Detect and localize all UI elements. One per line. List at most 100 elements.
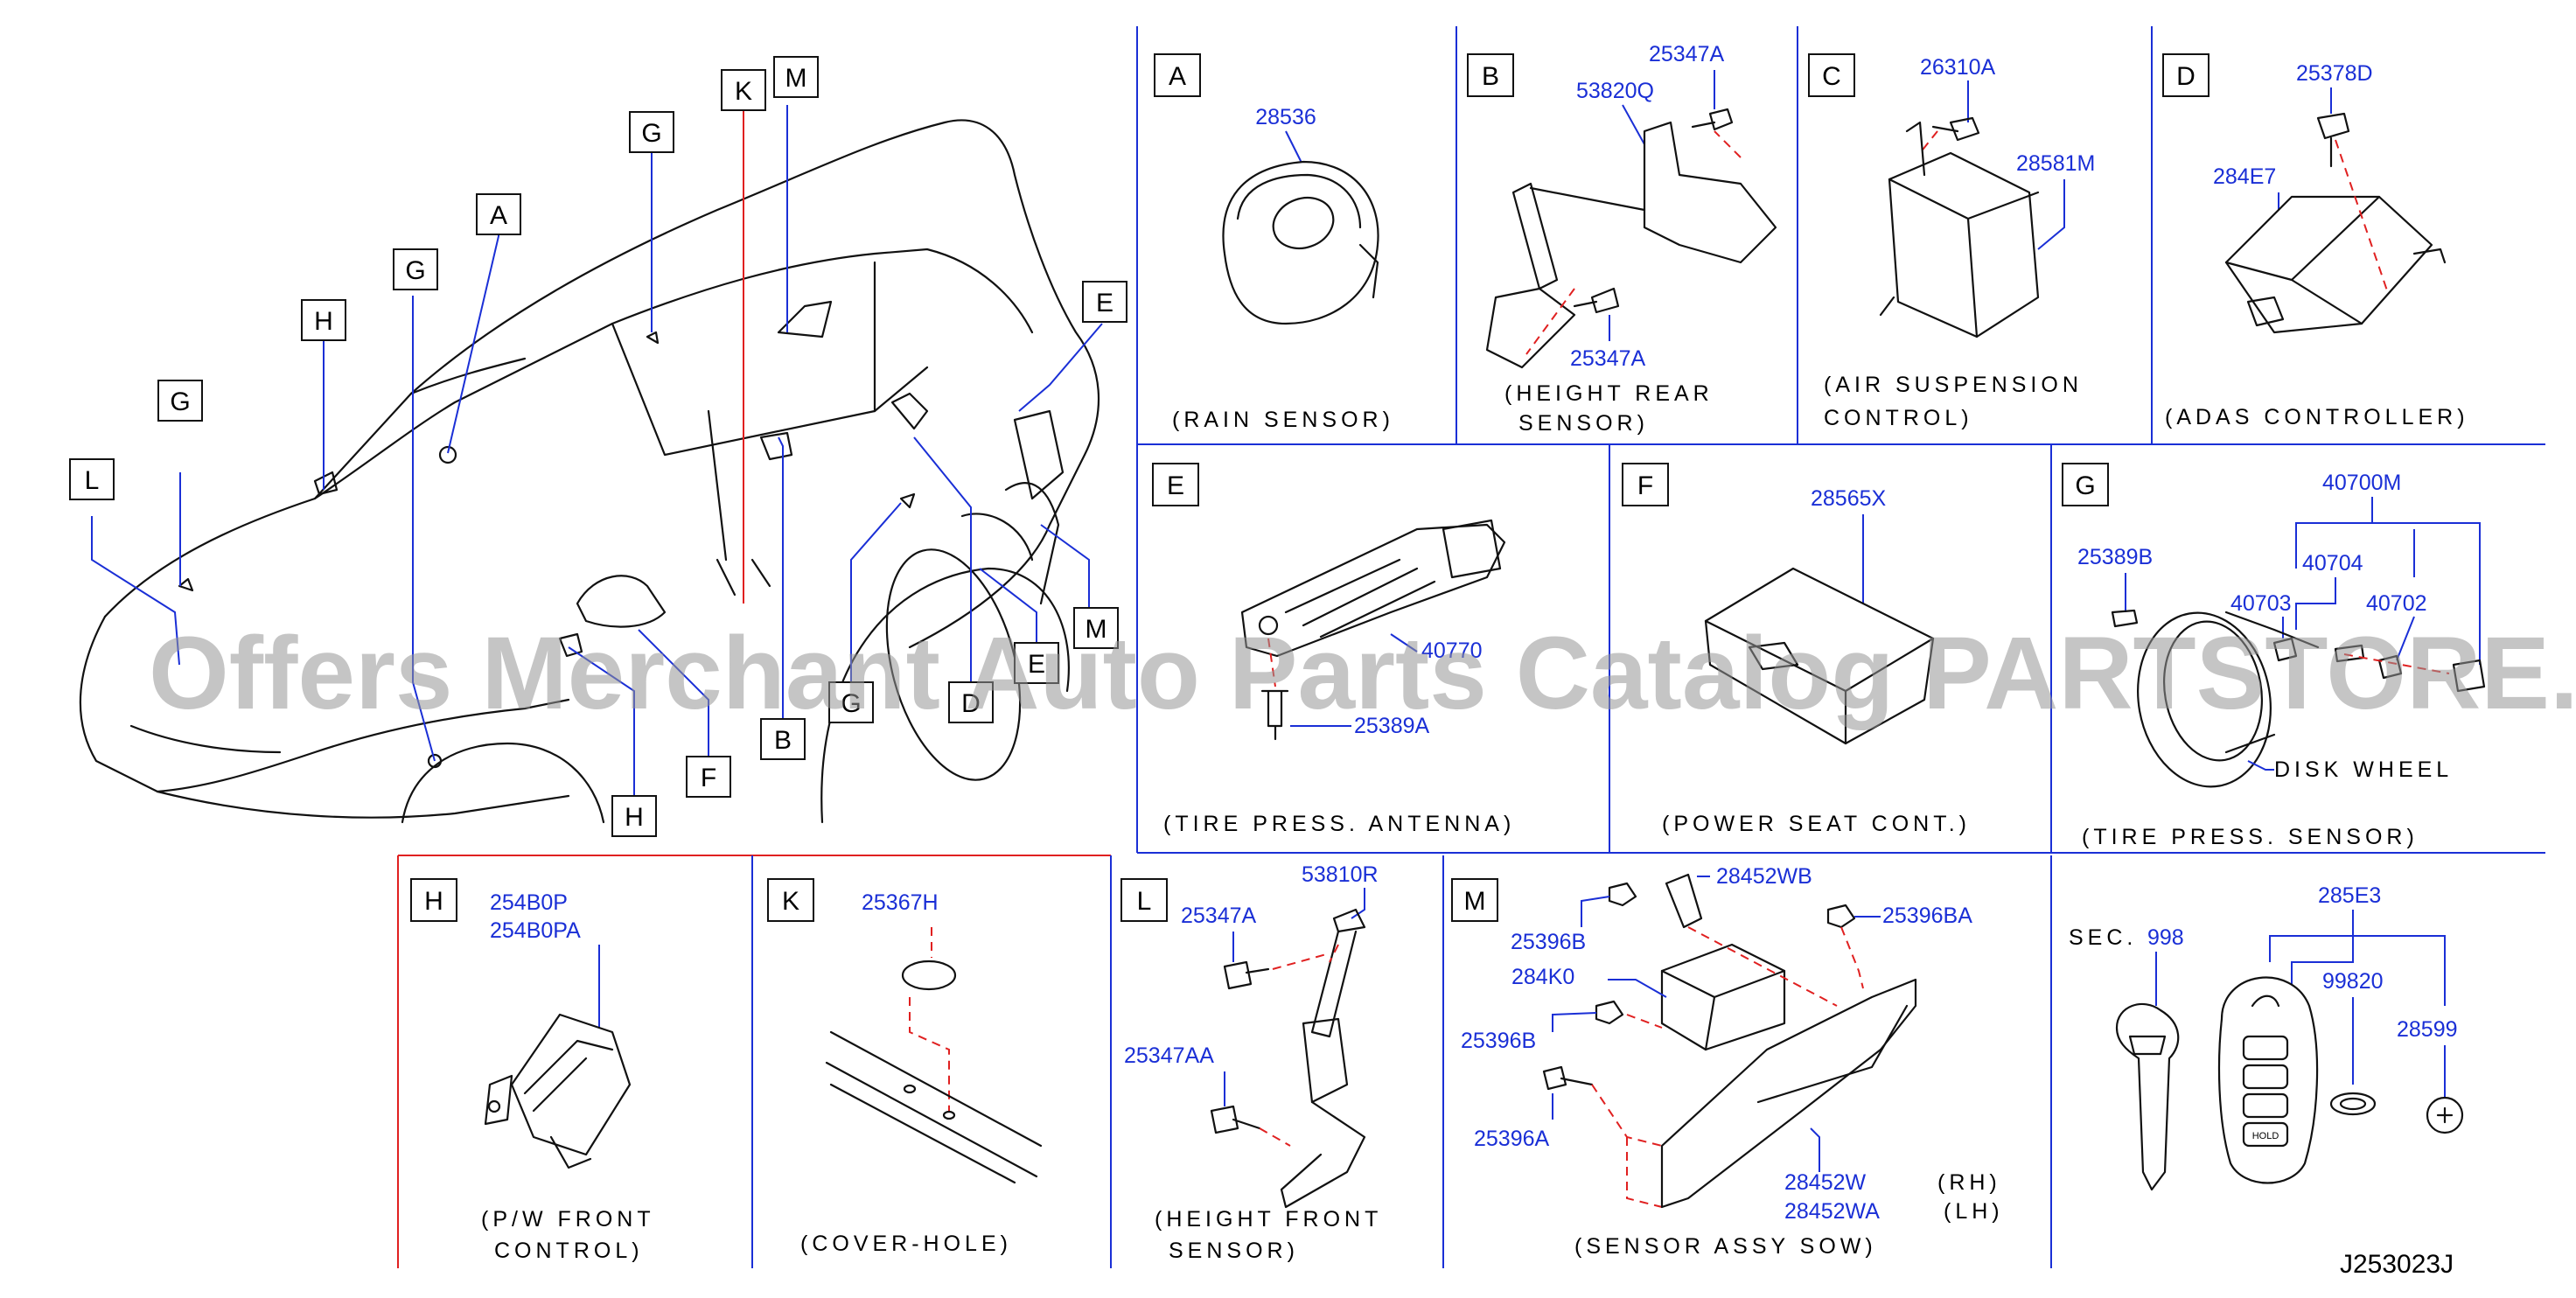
svg-text:(POWER SEAT CONT.): (POWER SEAT CONT.)	[1662, 812, 1971, 836]
svg-text:M: M	[1464, 887, 1486, 916]
panel-k-cover-hole: K 25367H (COVER-HOLE)	[767, 878, 1043, 1256]
svg-text:26310A: 26310A	[1920, 55, 1996, 80]
svg-text:SEC.: SEC.	[2069, 925, 2137, 950]
svg-text:25389A: 25389A	[1354, 714, 1430, 738]
svg-text:28452W: 28452W	[1784, 1170, 1867, 1195]
svg-text:DISK WHEEL: DISK WHEEL	[2274, 757, 2453, 782]
callout-g-left: G	[393, 248, 438, 290]
panel-f-power-seat-cont: F 28565X (POWER SEAT CONT.)	[1622, 463, 1971, 836]
panel-a-rain-sensor: A 28536 (RAIN SENSOR)	[1154, 53, 1394, 432]
svg-text:CONTROL): CONTROL)	[494, 1239, 644, 1263]
svg-text:(SENSOR ASSY SOW): (SENSOR ASSY SOW)	[1574, 1234, 1877, 1259]
callout-f: F	[686, 756, 731, 798]
diagram-code: J253023J	[2340, 1250, 2454, 1279]
svg-text:SENSOR): SENSOR)	[1169, 1239, 1299, 1263]
svg-text:F: F	[701, 764, 716, 792]
svg-text:254B0P: 254B0P	[490, 890, 568, 915]
callout-d: D	[948, 681, 994, 723]
svg-text:40704: 40704	[2302, 551, 2363, 576]
svg-text:284K0: 284K0	[1511, 965, 1574, 989]
watermark: Offers Merchant Auto Parts Catalog PARTS…	[149, 616, 2576, 731]
svg-text:G: G	[170, 387, 190, 416]
svg-text:D: D	[2176, 62, 2196, 91]
svg-text:40700M: 40700M	[2322, 471, 2401, 495]
svg-text:25396B: 25396B	[1461, 1029, 1536, 1053]
svg-text:H: H	[625, 803, 644, 832]
svg-text:G: G	[2075, 471, 2095, 500]
overview-callouts: G A G H G L K M	[69, 56, 1127, 837]
svg-text:(ADAS CONTROLLER): (ADAS CONTROLLER)	[2165, 405, 2469, 429]
svg-text:28565X: 28565X	[1811, 486, 1887, 511]
svg-text:A: A	[1169, 62, 1186, 91]
svg-text:(HEIGHT REAR: (HEIGHT REAR	[1504, 381, 1714, 406]
svg-text:K: K	[782, 887, 799, 916]
svg-text:25347A: 25347A	[1570, 346, 1646, 371]
svg-text:28452WA: 28452WA	[1784, 1199, 1880, 1224]
callout-g-front: G	[157, 380, 203, 422]
svg-text:CONTROL): CONTROL)	[1824, 406, 1973, 430]
svg-text:25347A: 25347A	[1649, 42, 1725, 66]
callout-m-side: M	[1073, 607, 1119, 649]
panel-e-tire-press-antenna: E 40770 25389A (TIRE PRESS. ANTENNA)	[1152, 463, 1511, 836]
panel-h-pw-front-control: H 254B0P 254B0PA (P/W FRONT CONTROL)	[410, 878, 655, 1263]
svg-text:SENSOR): SENSOR)	[1518, 411, 1649, 436]
panel-intelligent-key: SEC. 998 285E3 99820 28599 HOLD	[2069, 883, 2464, 1191]
callout-h-top: H	[301, 299, 346, 341]
callout-a: A	[476, 193, 521, 235]
svg-text:L: L	[85, 466, 100, 495]
svg-text:(TIRE PRESS. SENSOR): (TIRE PRESS. SENSOR)	[2082, 825, 2419, 849]
svg-text:25378D: 25378D	[2296, 61, 2373, 86]
svg-text:25367H: 25367H	[862, 890, 939, 915]
svg-text:25389B: 25389B	[2077, 545, 2153, 569]
svg-text:25396BA: 25396BA	[1882, 904, 1972, 928]
svg-text:53810R: 53810R	[1302, 862, 1379, 887]
callout-g-wheel: G	[828, 681, 874, 723]
svg-text:284E7: 284E7	[2213, 164, 2276, 189]
svg-text:L: L	[1137, 887, 1152, 916]
svg-text:HOLD: HOLD	[2252, 1131, 2279, 1141]
svg-text:25347AA: 25347AA	[1124, 1043, 1214, 1068]
panel-g-tire-press-sensor: G 40700M 40704 40703 40702 25389B DISK W…	[2062, 463, 2486, 849]
svg-text:E: E	[1167, 471, 1184, 500]
panel-dividers	[397, 26, 2545, 1268]
svg-text:(P/W FRONT: (P/W FRONT	[481, 1207, 655, 1232]
svg-text:E: E	[1028, 650, 1045, 679]
callout-h-low: H	[611, 795, 657, 837]
panel-b-height-rear-sensor: B 25347A 53820Q 25347A (HEIGHT REAR SENS…	[1467, 42, 1777, 436]
svg-text:C: C	[1822, 62, 1841, 91]
svg-text:(COVER-HOLE): (COVER-HOLE)	[800, 1232, 1012, 1256]
svg-text:28581M: 28581M	[2016, 151, 2095, 176]
svg-text:(AIR SUSPENSION: (AIR SUSPENSION	[1824, 373, 2083, 397]
overview-leaders	[91, 105, 1103, 796]
svg-text:(HEIGHT FRONT: (HEIGHT FRONT	[1155, 1207, 1382, 1232]
callout-g-top: G	[629, 111, 674, 153]
svg-text:G: G	[841, 689, 861, 718]
svg-text:28452WB: 28452WB	[1716, 864, 1812, 889]
svg-text:998: 998	[2147, 925, 2184, 950]
svg-text:G: G	[641, 119, 661, 148]
panel-m-sensor-assy-sow: M 28452WB 25396B 25396BA 284K0 25396B 25…	[1451, 864, 2004, 1259]
svg-text:D: D	[961, 689, 981, 718]
svg-text:G: G	[405, 256, 425, 285]
svg-text:M: M	[785, 64, 807, 93]
svg-text:(LH): (LH)	[1944, 1199, 2004, 1224]
svg-text:25396A: 25396A	[1474, 1127, 1550, 1151]
callout-m-top: M	[773, 56, 819, 98]
svg-text:25396B: 25396B	[1511, 930, 1586, 954]
svg-text:285E3: 285E3	[2318, 883, 2381, 908]
svg-text:99820: 99820	[2322, 969, 2384, 994]
svg-text:(RH): (RH)	[1937, 1170, 2001, 1195]
svg-text:H: H	[424, 887, 443, 916]
vehicle-overview-drawing	[79, 119, 1100, 824]
panel-c-air-suspension-control: C 26310A 28581M (AIR SUSPENSION CONTROL)	[1808, 53, 2095, 430]
svg-text:40770: 40770	[1421, 639, 1483, 663]
svg-text:K: K	[735, 77, 752, 106]
part-number: 28536	[1255, 105, 1316, 129]
svg-text:40703: 40703	[2230, 591, 2292, 616]
callout-e: E	[1082, 281, 1127, 323]
callout-k: K	[721, 69, 766, 111]
svg-text:254B0PA: 254B0PA	[490, 918, 581, 943]
panel-l-height-front-sensor: L 53810R 25347A 25347AA (HEIGHT FRONT SE…	[1120, 862, 1382, 1263]
svg-text:(RAIN SENSOR): (RAIN SENSOR)	[1172, 408, 1394, 432]
